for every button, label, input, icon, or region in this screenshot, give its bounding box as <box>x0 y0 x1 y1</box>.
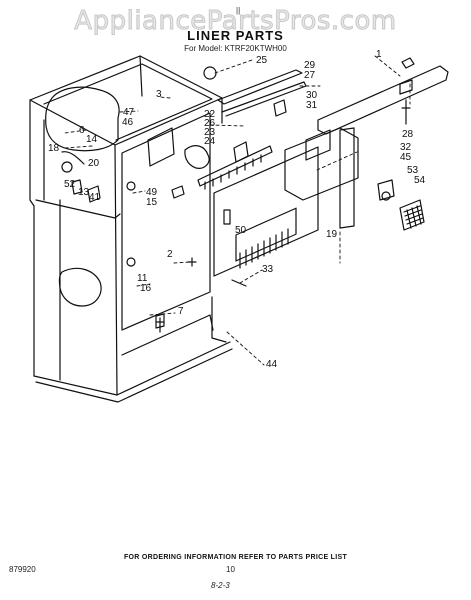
ordering-info-footer: FOR ORDERING INFORMATION REFER TO PARTS … <box>123 554 348 561</box>
callout-30: 30 <box>306 90 318 101</box>
callout-24: 24 <box>204 136 216 147</box>
model-label: For Model: KTRF20KTWH00 <box>184 44 287 53</box>
clip-7 <box>155 313 165 329</box>
light-shield-grid <box>403 205 424 229</box>
bracket-41 <box>87 185 101 203</box>
bracket-31 <box>233 141 249 163</box>
document-number: 879920 <box>9 565 36 574</box>
liner-inner-rim <box>43 63 213 141</box>
callout-45: 45 <box>400 152 412 163</box>
bottom-post <box>155 317 165 333</box>
page-number: 10 <box>226 565 235 574</box>
callout-15: 15 <box>146 197 158 208</box>
screw-28 <box>401 99 411 125</box>
vent-grille <box>235 207 297 262</box>
vent-grille-slats <box>239 228 289 269</box>
top-channel <box>217 69 303 105</box>
callout-50: 50 <box>235 225 247 236</box>
page-marker: || <box>236 6 241 15</box>
fastener-49 <box>171 185 185 199</box>
callout-11: 11 <box>137 273 148 284</box>
liner-inner-floor <box>121 314 214 356</box>
callout-29: 29 <box>304 60 316 71</box>
control-housing-inner <box>305 129 331 161</box>
callout-52: 52 <box>64 179 76 190</box>
liner-front-left <box>114 144 118 396</box>
callout-19: 19 <box>326 229 338 240</box>
callout-53: 53 <box>407 165 419 176</box>
callout-7: 7 <box>178 306 184 317</box>
knob-25 <box>203 66 217 80</box>
callout-18: 18 <box>48 143 60 154</box>
watermark: AppliancePartsPros.com <box>74 6 397 37</box>
callout-13: 13 <box>78 187 90 198</box>
bracket-30 <box>273 99 287 117</box>
page-title: LINER PARTS <box>187 28 284 43</box>
liner-bottom-front <box>33 341 231 396</box>
left-wall-recess <box>45 86 120 152</box>
left-wall-fastener <box>61 161 73 173</box>
drain-fitting <box>126 257 136 267</box>
fan-blade <box>184 145 210 169</box>
callout-23: 23 <box>204 127 216 138</box>
screw-33 <box>231 279 247 287</box>
callout-47: 47 <box>123 107 135 118</box>
callout-25: 25 <box>256 55 268 66</box>
vertical-strip <box>339 127 355 229</box>
callout-14: 14 <box>86 134 98 145</box>
callout-32: 32 <box>400 142 412 153</box>
liner-bottom-lip <box>35 348 233 403</box>
callout-44: 44 <box>266 359 278 370</box>
air-duct-bracket-teeth <box>204 154 262 190</box>
callout-2: 2 <box>167 249 173 260</box>
callout-49: 49 <box>146 187 158 198</box>
callout-27: 27 <box>304 70 316 81</box>
lower-left-recess <box>58 267 102 307</box>
right-upper-rail <box>317 65 449 135</box>
top-channel-rail <box>221 81 307 117</box>
lamp-socket <box>377 179 395 201</box>
liner-top-edge <box>29 55 223 146</box>
callout-46: 46 <box>122 117 134 128</box>
control-panel <box>213 146 319 277</box>
liner-back-edge <box>139 55 143 97</box>
callout-33: 33 <box>262 264 274 275</box>
lamp-bulb <box>381 191 391 201</box>
light-shield <box>399 199 425 231</box>
wire-harness-20 <box>61 151 85 165</box>
revision-code: 8-2-3 <box>211 581 230 590</box>
panel-switch <box>223 209 231 225</box>
callout-28: 28 <box>402 129 414 140</box>
callout-16: 16 <box>140 283 152 294</box>
left-wall-fastener-2 <box>126 181 136 191</box>
callout-26: 26 <box>204 118 216 129</box>
liner-right-floor <box>211 296 227 343</box>
callout-20: 20 <box>88 158 100 169</box>
bracket-13 <box>71 179 83 195</box>
control-housing <box>284 127 359 201</box>
screw-2 <box>187 257 197 267</box>
callout-6: 6 <box>79 125 85 136</box>
callout-54: 54 <box>414 175 426 186</box>
callout-3: 3 <box>156 89 162 100</box>
callout-22: 22 <box>204 109 216 120</box>
fan-housing <box>147 127 175 167</box>
liner-divider-flange <box>35 199 121 219</box>
callout-1: 1 <box>376 49 382 60</box>
liner-left-wall <box>29 99 35 377</box>
callout-41: 41 <box>89 192 101 203</box>
inner-back-panel <box>121 112 211 331</box>
callout-31: 31 <box>306 100 318 111</box>
clip-1 <box>401 57 415 69</box>
right-rail-clip <box>399 79 413 95</box>
